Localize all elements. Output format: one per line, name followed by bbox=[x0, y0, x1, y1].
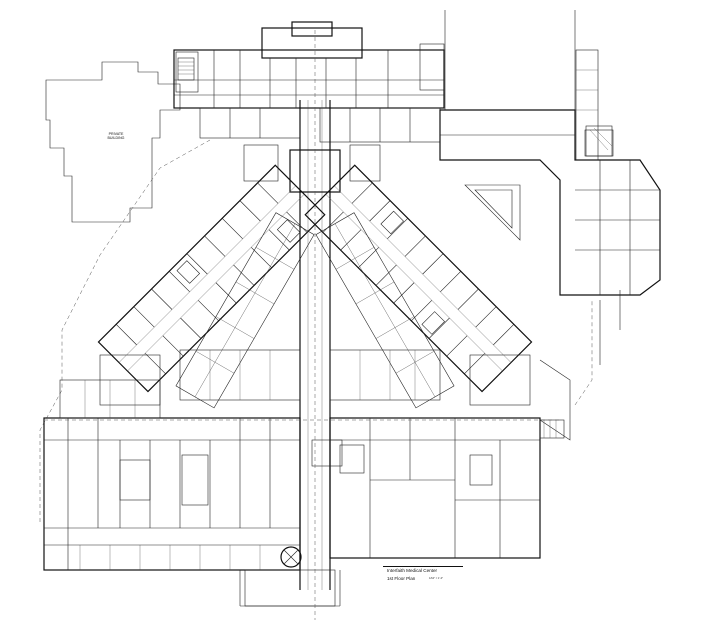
north-wing bbox=[173, 21, 445, 143]
stairs bbox=[177, 57, 613, 439]
adjacent-building-label-line2: BUILDING bbox=[107, 136, 125, 140]
revolving-door bbox=[280, 546, 302, 568]
site-boundary-right bbox=[574, 300, 593, 406]
site-boundary-left bbox=[39, 139, 211, 522]
south-east-block bbox=[329, 359, 571, 559]
adjacent-building-label: PRIVATE BUILDING bbox=[103, 132, 129, 140]
east-wing bbox=[439, 10, 661, 296]
drawing-scale: 1/64" = 1'-0" bbox=[429, 577, 444, 580]
south-west-block bbox=[43, 379, 301, 571]
main-entrance bbox=[239, 546, 341, 607]
title-block: Interfaith Medical Center 1st Floor Plan… bbox=[383, 566, 465, 588]
adjacent-building-label-line1: PRIVATE bbox=[108, 132, 124, 136]
adjacent-building-outline bbox=[45, 61, 181, 223]
central-spine bbox=[243, 100, 381, 590]
drawing-title: Interfaith Medical Center bbox=[387, 568, 438, 573]
wing-northeast bbox=[304, 164, 533, 393]
title-rule bbox=[383, 566, 463, 567]
wing-inner-left bbox=[175, 212, 315, 409]
wing-inner-right bbox=[315, 212, 455, 409]
wing-northwest bbox=[97, 164, 326, 393]
floor-plan-linework bbox=[39, 10, 661, 620]
drawing-subtitle: 1st Floor Plan bbox=[387, 576, 416, 581]
central-lower-blocks bbox=[99, 349, 531, 467]
